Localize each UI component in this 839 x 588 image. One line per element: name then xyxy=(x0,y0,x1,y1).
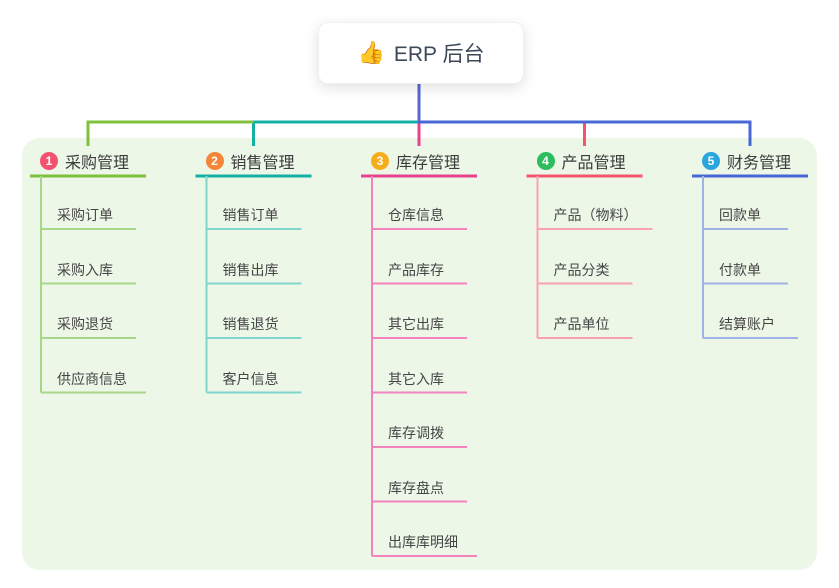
child-node[interactable]: 客户信息 xyxy=(222,370,279,387)
child-node[interactable]: 销售退货 xyxy=(222,316,279,332)
child-node[interactable]: 采购退货 xyxy=(57,316,113,332)
child-node[interactable]: 供应商信息 xyxy=(57,370,127,387)
branch-node[interactable]: 1 采购管理 xyxy=(40,150,129,172)
branches-container xyxy=(22,138,817,570)
child-node[interactable]: 出库库明细 xyxy=(388,534,458,550)
branch-number-badge: 4 xyxy=(536,152,555,170)
branch-label: 产品管理 xyxy=(561,155,626,172)
branch-label: 销售管理 xyxy=(230,155,295,172)
branch-number-badge: 1 xyxy=(40,152,58,170)
branch-node[interactable]: 4 产品管理 xyxy=(536,150,626,172)
branch-label: 库存管理 xyxy=(396,155,461,172)
branch-label: 财务管理 xyxy=(727,155,792,172)
branch-node[interactable]: 5 财务管理 xyxy=(702,150,791,172)
child-node[interactable]: 产品分类 xyxy=(553,261,610,278)
child-node[interactable]: 付款单 xyxy=(719,261,761,278)
branch-node[interactable]: 2 销售管理 xyxy=(205,150,295,172)
root-node-label: ERP 后台 xyxy=(393,43,485,66)
child-node[interactable]: 采购订单 xyxy=(57,207,113,223)
branch-label: 采购管理 xyxy=(65,155,130,172)
child-node[interactable]: 回款单 xyxy=(719,207,761,223)
child-node[interactable]: 其它入库 xyxy=(388,370,444,387)
root-node[interactable]: 👍 ERP 后台 xyxy=(318,22,524,84)
child-node[interactable]: 产品单位 xyxy=(553,316,610,332)
branch-number-badge: 2 xyxy=(205,152,224,170)
branch-node[interactable]: 3 库存管理 xyxy=(371,150,460,172)
child-node[interactable]: 采购入库 xyxy=(57,261,113,278)
child-node[interactable]: 仓库信息 xyxy=(388,207,444,223)
child-node[interactable]: 销售出库 xyxy=(222,261,279,278)
child-node[interactable]: 结算账户 xyxy=(719,316,775,332)
child-node[interactable]: 库存盘点 xyxy=(388,479,444,496)
branch-number-badge: 5 xyxy=(702,152,720,170)
child-node[interactable]: 产品（物料） xyxy=(553,207,638,223)
branch-number-badge: 3 xyxy=(371,152,389,170)
child-node[interactable]: 其它出库 xyxy=(388,316,444,332)
child-node[interactable]: 库存调拨 xyxy=(388,425,444,441)
child-node[interactable]: 销售订单 xyxy=(222,207,279,223)
thumbs-up-icon: 👍 xyxy=(357,40,385,65)
child-node[interactable]: 产品库存 xyxy=(388,261,444,278)
